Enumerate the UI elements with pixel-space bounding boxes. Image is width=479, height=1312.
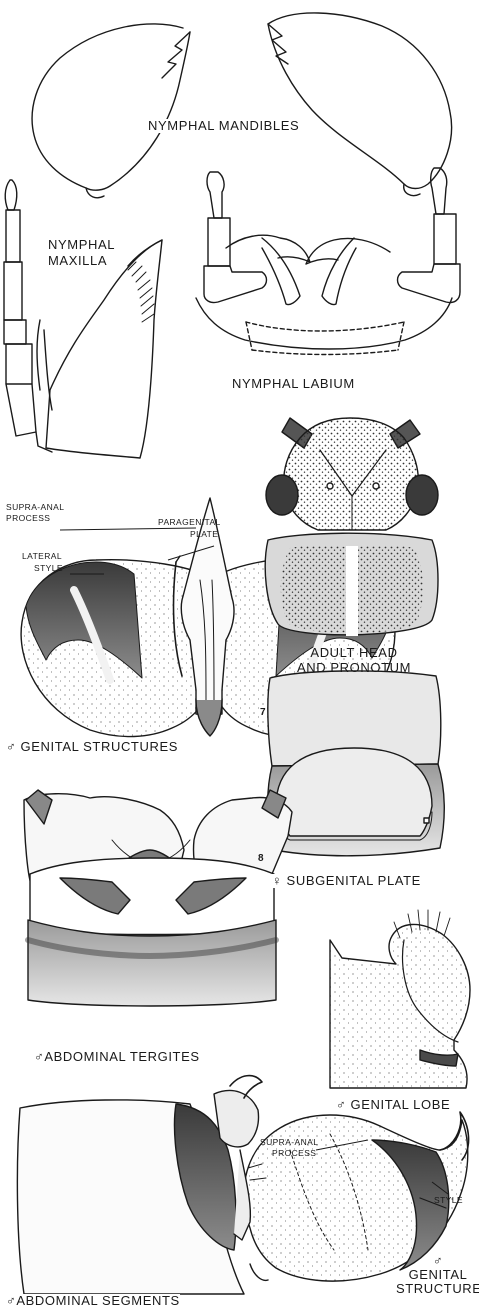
nymphal-maxilla: [4, 180, 162, 458]
label-male-abdominal-segments: ♂ABDOMINAL SEGMENTS: [6, 1294, 180, 1308]
label-supra-anal-b-line2: PROCESS: [272, 1149, 316, 1158]
label-supra-anal-b-line1: SUPRA-ANAL: [260, 1138, 318, 1147]
label-style: STYLE: [434, 1196, 463, 1205]
female-subgenital-plate: [268, 671, 445, 856]
nymphal-mandible-right: [268, 13, 452, 196]
male-abdominal-tergites: [24, 790, 292, 1006]
label-nymphal-maxilla-line2: MAXILLA: [48, 254, 107, 268]
label-supra-anal-line2: PROCESS: [6, 514, 50, 523]
label-nymphal-labium: NYMPHAL LABIUM: [232, 377, 355, 391]
label-male-genital-structures-b-line1: ♂: [402, 1254, 474, 1268]
label-nymphal-maxilla-line1: NYMPHAL: [48, 238, 115, 252]
nymphal-mandible-left: [32, 24, 190, 198]
label-supra-anal-line1: SUPRA-ANAL: [6, 503, 64, 512]
label-lateral-style-line2: STYLE: [34, 564, 63, 573]
label-paragenital-line1: PARAGENITAL: [158, 518, 221, 527]
label-lateral-style-line1: LATERAL: [22, 552, 62, 561]
label-adult-head-line2: AND PRONOTUM: [288, 661, 420, 675]
label-female-subgenital-plate: ♀ SUBGENITAL PLATE: [272, 874, 421, 888]
label-male-abdominal-tergites: ♂ABDOMINAL TERGITES: [34, 1050, 200, 1064]
adult-head-pronotum: [265, 418, 438, 636]
label-male-genital-structures: ♂ GENITAL STRUCTURES: [6, 740, 178, 754]
label-segment-7: 7: [260, 708, 266, 719]
label-male-genital-structures-b-line2: GENITAL: [402, 1268, 474, 1282]
label-paragenital-line2: PLATE: [190, 530, 218, 539]
nymphal-labium: [196, 168, 460, 355]
label-segment-8: 8: [258, 854, 264, 865]
male-genital-lobe: [330, 910, 470, 1088]
label-nymphal-mandibles: NYMPHAL MANDIBLES: [148, 119, 299, 133]
supra-anal-leader: [60, 528, 196, 530]
label-adult-head-line1: ADULT HEAD: [288, 646, 420, 660]
label-male-genital-structures-b-line3: STRUCTURES: [396, 1282, 478, 1296]
male-abdominal-segments: [17, 1076, 266, 1294]
label-male-genital-lobe: ♂ GENITAL LOBE: [336, 1098, 450, 1112]
